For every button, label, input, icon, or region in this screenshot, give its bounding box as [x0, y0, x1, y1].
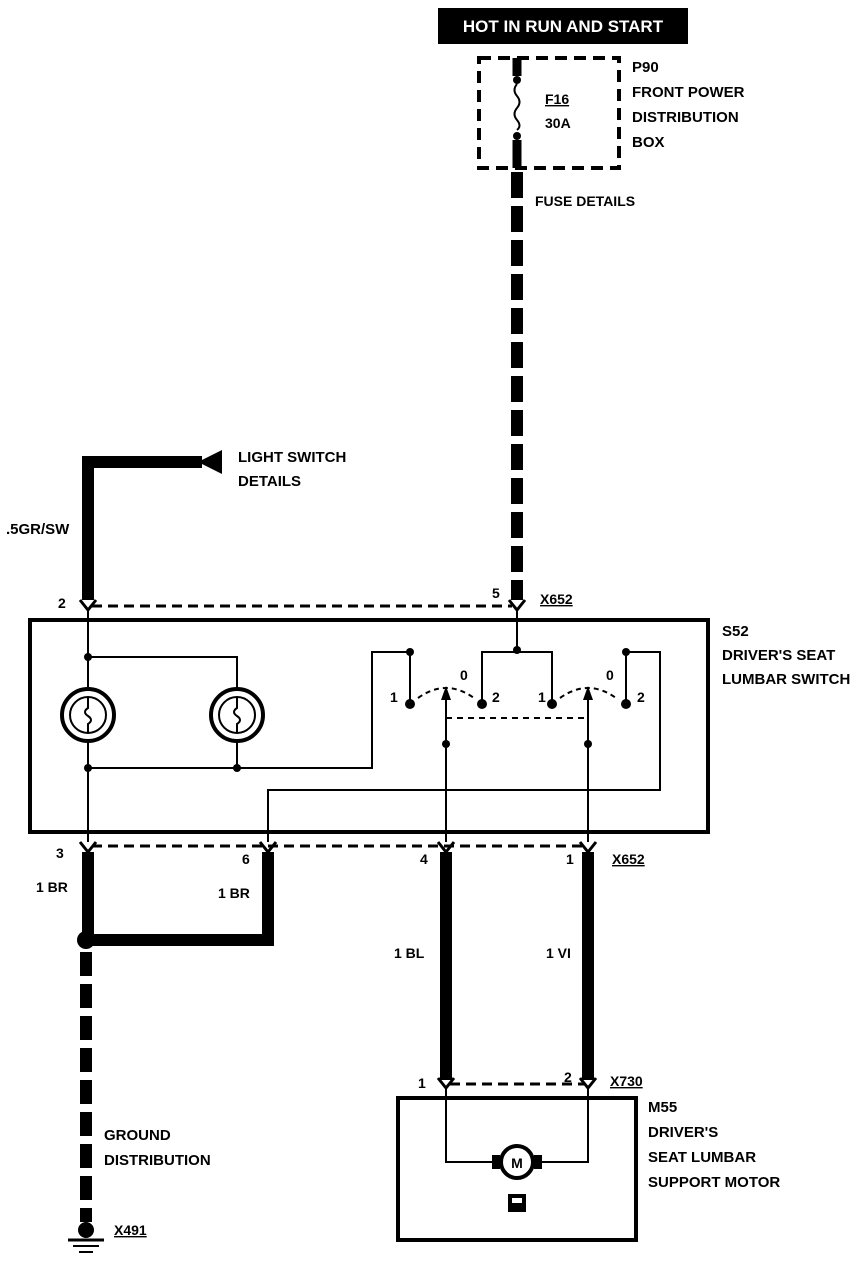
ground-symbol-icon — [68, 1222, 104, 1253]
wire-br-mid-label: 1 BR — [218, 885, 250, 901]
ground-label-2: DISTRIBUTION — [104, 1152, 211, 1169]
node-lamp2-bottom — [233, 764, 241, 772]
switch-body — [28, 618, 710, 834]
pin-1-label: 1 — [566, 851, 574, 867]
fuse-box-name-2: DISTRIBUTION — [632, 109, 739, 126]
pin-5-label: 5 — [492, 585, 500, 601]
switch-name-2: LUMBAR SWITCH — [722, 671, 850, 688]
fuse-box-id: P90 — [632, 59, 659, 76]
connector-x730: X730 — [610, 1073, 643, 1089]
switch-id: S52 — [722, 623, 749, 640]
fuse-box-outline — [477, 56, 621, 170]
hot-label: HOT IN RUN AND START — [463, 17, 664, 36]
motor-name-2: SEAT LUMBAR — [648, 1149, 756, 1166]
wire-vi-label: 1 VI — [546, 945, 571, 961]
node-feed — [513, 646, 521, 654]
contact-a1 — [405, 699, 415, 709]
fuse-element — [513, 83, 521, 131]
splice-ground — [77, 931, 95, 949]
ground-label-1: GROUND — [104, 1127, 171, 1144]
node-a-common — [442, 740, 450, 748]
switch-lamp-circuit — [87, 610, 661, 842]
motor-icon — [492, 1144, 542, 1180]
wiper-a-icon — [441, 686, 451, 700]
pin-1-chevron — [578, 841, 598, 855]
pin-3-chevron — [78, 841, 98, 855]
node-b-common — [584, 740, 592, 748]
wire-gr-sw-label: .5GR/SW — [6, 521, 70, 538]
fuse-rating: 30A — [545, 115, 571, 131]
pin-6-label: 6 — [242, 851, 250, 867]
switch-pos-b0: 0 — [606, 667, 614, 683]
pin-m1-label: 1 — [418, 1075, 426, 1091]
fuse-details-label: FUSE DETAILS — [535, 193, 635, 209]
switch-pos-a0: 0 — [460, 667, 468, 683]
lamp-1-icon — [60, 687, 116, 743]
motor-wire-right — [540, 1088, 589, 1163]
motor-symbol: M — [511, 1155, 523, 1171]
motor-body — [396, 1096, 638, 1242]
motor-name-1: DRIVER'S — [648, 1124, 718, 1141]
connector-x491: X491 — [114, 1222, 147, 1238]
hot-label-box — [438, 8, 688, 44]
pin-2-chevron — [78, 599, 98, 613]
wiper-b-icon — [583, 686, 593, 700]
connector-x652-top: X652 — [540, 591, 573, 607]
contact-a2 — [477, 699, 487, 709]
fuse-terminal-bottom — [513, 132, 521, 140]
contact-b1 — [547, 699, 557, 709]
motor-wire-left — [445, 1088, 494, 1163]
switch-pos-b1: 1 — [538, 689, 546, 705]
contact-b2 — [621, 699, 631, 709]
switch-pos-a1: 1 — [390, 689, 398, 705]
fuse-terminal-top — [513, 76, 521, 84]
light-switch-arrow-icon — [198, 450, 222, 474]
wire-br-left-label: 1 BR — [36, 879, 68, 895]
pin-3-label: 3 — [56, 845, 64, 861]
pin-2-label: 2 — [58, 595, 66, 611]
node-lamp-top — [84, 653, 92, 661]
fuse-id: F16 — [545, 91, 569, 107]
node-b0-top — [622, 648, 630, 656]
light-switch-label-1: LIGHT SWITCH — [238, 449, 346, 466]
fuse-box-name-3: BOX — [632, 134, 665, 151]
wire-br-mid — [88, 852, 274, 946]
light-switch-label-2: DETAILS — [238, 473, 301, 490]
pin-5-chevron — [507, 599, 527, 613]
node-a1-top — [406, 648, 414, 656]
motor-ground-tab-icon — [508, 1194, 526, 1212]
fuse-box-name-1: FRONT POWER — [632, 84, 745, 101]
pin-4-label: 4 — [420, 851, 428, 867]
switch-pole-a — [409, 651, 627, 842]
switch-pos-b2: 2 — [637, 689, 645, 705]
connector-x652-bottom: X652 — [612, 851, 645, 867]
motor-name-3: SUPPORT MOTOR — [648, 1174, 780, 1191]
node-lamp-bottom — [84, 764, 92, 772]
switch-pos-a2: 2 — [492, 689, 500, 705]
wire-bl-label: 1 BL — [394, 945, 425, 961]
motor-id: M55 — [648, 1099, 677, 1116]
switch-name-1: DRIVER'S SEAT — [722, 647, 835, 664]
wire-light-switch — [82, 456, 202, 600]
pin-m2-label: 2 — [564, 1069, 572, 1085]
lamp-2-icon — [209, 687, 265, 743]
